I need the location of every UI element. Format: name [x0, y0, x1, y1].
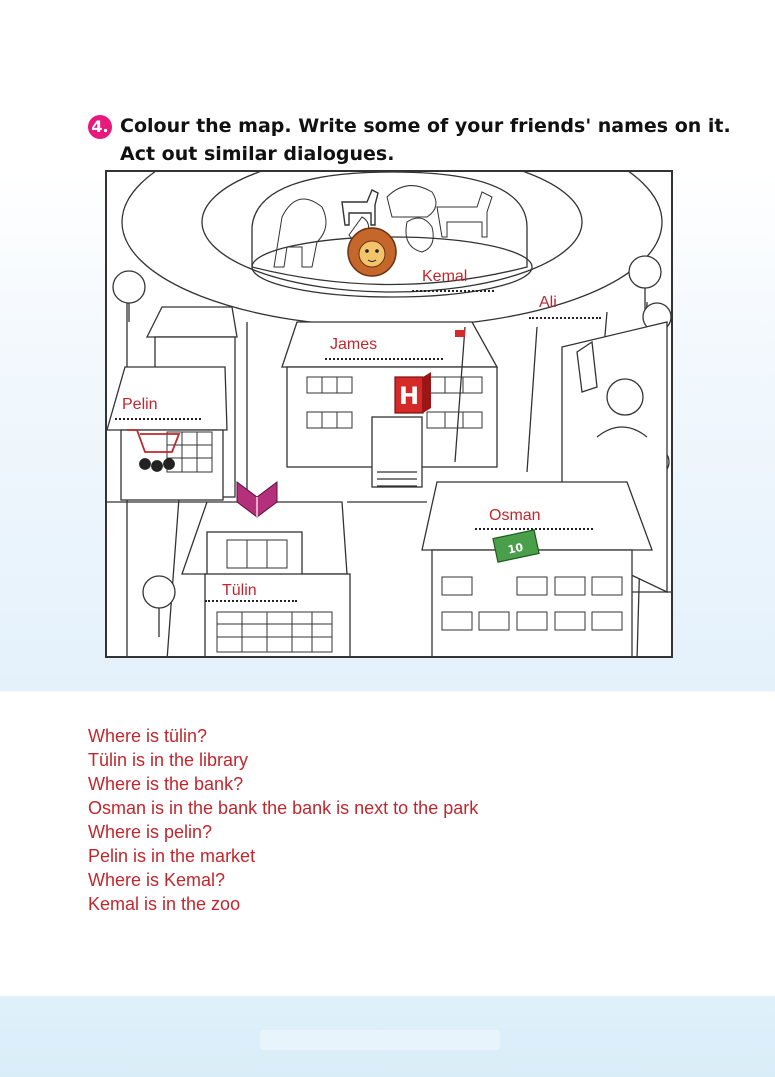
dialogue-line: Where is the bank?	[88, 774, 244, 794]
dialogue-line: Where is Kemal?	[88, 870, 226, 890]
bank-building	[421, 481, 653, 656]
shopping-cart-icon	[127, 429, 181, 472]
town-map: H 10 Kemal Ali James Pelin Osman Tülin	[105, 170, 673, 658]
map-label-james: James	[330, 336, 378, 353]
zoo-enclosure	[251, 172, 533, 298]
dotted-line-kemal	[412, 290, 494, 292]
svg-text:10: 10	[507, 541, 525, 557]
dialogue-line: Kemal is in the zoo	[88, 894, 241, 914]
dotted-line-james	[325, 358, 443, 360]
dotted-line-pelin	[115, 418, 201, 420]
dialogue-line: Where is tülin?	[88, 726, 208, 746]
svg-text:H: H	[399, 382, 419, 410]
book-icon	[236, 481, 278, 518]
map-label-pelin: Pelin	[122, 396, 158, 413]
library-building	[181, 501, 351, 656]
dialogue-line: Pelin is in the market	[88, 846, 256, 866]
dotted-line-ali	[529, 317, 601, 319]
dialogue-answers: Where is tülin? Tülin is in the library …	[88, 724, 478, 916]
map-label-kemal: Kemal	[422, 268, 468, 285]
dialogue-line: Where is pelin?	[88, 822, 213, 842]
red-flag-icon	[455, 330, 465, 337]
map-drawing: H 10	[107, 172, 671, 656]
money-icon: 10	[492, 529, 540, 563]
map-label-ali: Ali	[539, 294, 557, 311]
dialogue-line: Tülin is in the library	[88, 750, 249, 770]
map-label-osman: Osman	[489, 507, 541, 524]
dialogue-line: Osman is in the bank the bank is next to…	[88, 798, 479, 818]
hospital-building	[281, 321, 499, 488]
hospital-h-icon: H	[394, 372, 431, 414]
instruction-line-2: Act out similar dialogues.	[120, 143, 395, 165]
footer-watermark	[260, 1030, 500, 1050]
map-label-tulin: Tülin	[222, 582, 257, 599]
exercise-number-badge: 4.	[88, 115, 112, 139]
dotted-line-osman	[475, 528, 593, 530]
lion-icon	[347, 227, 397, 277]
instruction-line-1: Colour the map. Write some of your frien…	[120, 115, 731, 137]
dotted-line-tulin	[205, 600, 297, 602]
